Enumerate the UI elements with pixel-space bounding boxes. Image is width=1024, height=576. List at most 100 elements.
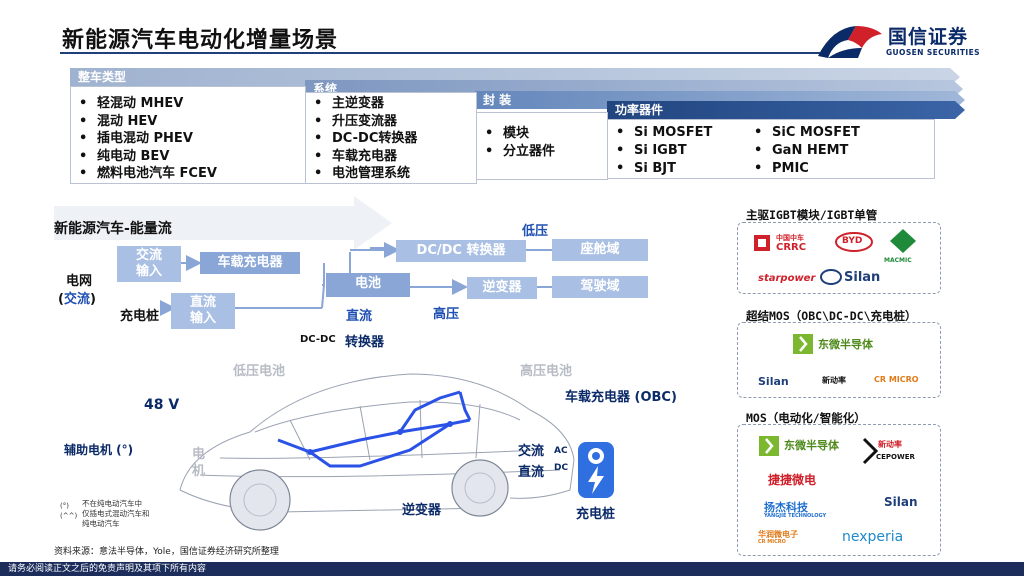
dongwei-icon — [759, 436, 779, 456]
logo-text-cn: 国信证券 — [888, 26, 969, 48]
disclaimer: 请务必阅读正文之后的免责声明及其项下所有内容 — [8, 564, 207, 574]
obc-car-label: 车载充电器 (OBC) — [565, 390, 677, 405]
dc-input-box: 直流 输入 — [171, 293, 235, 329]
inverter-car-label: 逆变器 — [402, 503, 442, 518]
page-title: 新能源汽车电动化增量场景 — [62, 28, 339, 53]
list-item: 车载充电器 — [306, 148, 476, 166]
power-list-right: SiC MOSFET GaN HEMT PMIC — [746, 124, 860, 178]
flow-banner-arrow-icon — [54, 196, 392, 250]
charger-label: 充电桩 — [576, 507, 616, 522]
list-item: 轻混动 MHEV — [71, 95, 305, 113]
footnote: 不在纯电动汽车中 仅插电式混动汽车和 纯电动汽车 — [82, 499, 150, 528]
logo-starpower: starpower — [758, 273, 816, 284]
logo-yangjie-en: YANGJIE TECHNOLOGY — [764, 513, 827, 519]
package-box: 模块 分立器件 — [476, 112, 608, 180]
ac-label: 交流 — [518, 444, 545, 459]
logo-crmicro: CR MICRO — [874, 375, 919, 384]
vehicle-type-box: 轻混动 MHEV 混动 HEV 插电混动 PHEV 纯电动 BEV 燃料电池汽车… — [70, 86, 306, 184]
system-list: 主逆变器 升压变流器 DC-DC转换器 车载充电器 电池管理系统 — [306, 93, 476, 183]
grid-ac-close: ) — [89, 292, 96, 307]
power-list-left: Si MOSFET Si IGBT Si BJT — [608, 124, 712, 178]
logo-nexperia: nexperia — [842, 529, 904, 545]
list-item: DC-DC转换器 — [306, 130, 476, 148]
list-item: 纯电动 BEV — [71, 148, 305, 166]
list-item: Si MOSFET — [608, 124, 712, 142]
logo-text-en: GUOSEN SECURITIES — [886, 48, 980, 57]
byd-icon — [835, 232, 873, 252]
footer-bar — [0, 562, 1024, 576]
package-list: 模块 分立器件 — [477, 113, 607, 160]
list-item: SiC MOSFET — [746, 124, 860, 142]
logo-macmic: MACMIC — [884, 257, 912, 264]
band-power-label: 功率器件 — [615, 103, 664, 117]
car-dcdc-tag: DC-DC — [300, 334, 336, 345]
section3-logo-box: 东微半导体 新动率 CEPOWER 捷捷微电 扬杰科技 YANGJIE TECH… — [737, 424, 941, 556]
guosen-logo-icon — [818, 26, 882, 58]
logo-xindonglv: 新动率 — [822, 376, 846, 385]
obc-box: 车载充电器 — [200, 252, 300, 274]
list-item: 升压变流器 — [306, 113, 476, 131]
list-item: GaN HEMT — [746, 142, 860, 160]
list-item: 燃料电池汽车 FCEV — [71, 165, 305, 183]
low-battery-label: 低压电池 — [233, 364, 286, 379]
list-item: 主逆变器 — [306, 95, 476, 113]
band-arrow-icon — [955, 101, 965, 119]
grid-ac-open: ( — [58, 292, 64, 307]
section2-title: 超结MOS（OBC\DC-DC\充电桩） — [746, 309, 917, 323]
battery-box: 电池 — [326, 273, 410, 297]
grid-ac-label: (交流) — [58, 288, 96, 307]
list-item: 电池管理系统 — [306, 165, 476, 183]
logo-crmicro-en: CR MICRO — [758, 539, 786, 545]
note-mark-2: (^^) — [60, 512, 78, 520]
band-arrow-icon — [953, 80, 963, 98]
source-note: 资料来源：意法半导体，Yole，国信证券经济研究所整理 — [54, 547, 279, 557]
note-mark-1: (°) — [60, 502, 69, 510]
band-arrow-icon — [950, 68, 960, 86]
silan-icon — [820, 269, 842, 285]
dcdc-box: DC/DC 转换器 — [396, 240, 526, 262]
ac-input-box: 交流 输入 — [117, 246, 181, 282]
list-item: 模块 — [477, 125, 607, 143]
inverter-box: 逆变器 — [467, 277, 537, 299]
aux-motor-label: 辅助电机 (°) — [64, 443, 134, 457]
low-voltage-label: 低压 — [522, 224, 549, 239]
car-dcdc-label: 转换器 — [345, 335, 385, 350]
section3-title: MOS（电动化/智能化） — [746, 411, 866, 425]
macmic-icon — [890, 229, 916, 253]
high-voltage-label: 高压 — [433, 307, 460, 322]
list-item: Si BJT — [608, 160, 712, 178]
dc-car-label: 直流 — [518, 465, 545, 480]
logo-crmicro-2: 华润微电子 — [758, 530, 798, 539]
logo-byd: BYD — [842, 236, 863, 246]
system-box: 主逆变器 升压变流器 DC-DC转换器 车载充电器 电池管理系统 — [305, 92, 477, 184]
grid-label: 电网 — [66, 274, 93, 289]
grid-ac-text: 交流 — [63, 292, 90, 307]
v48-label: 48 V — [144, 397, 180, 413]
logo-yangjie: 扬杰科技 — [764, 501, 808, 514]
list-item: 插电混动 PHEV — [71, 130, 305, 148]
power-device-box: Si MOSFET Si IGBT Si BJT SiC MOSFET GaN … — [607, 119, 935, 179]
logo-cepower: CEPOWER — [876, 453, 915, 461]
flow-title: 新能源汽车-能量流 — [54, 221, 172, 237]
motor-label: 电 机 — [192, 447, 206, 479]
logo-crrc-cn: 中国中车 — [776, 234, 804, 242]
charging-pile-label: 充电桩 — [120, 309, 160, 324]
band-power: 功率器件 — [607, 101, 955, 119]
section1-title: 主驱IGBT模块/IGBT单管 — [746, 208, 878, 222]
logo-dongwei: 东微半导体 — [818, 338, 873, 351]
title-divider — [60, 52, 820, 54]
band-vehicle-label: 整车类型 — [78, 70, 127, 84]
dc-tag: DC — [554, 463, 569, 473]
list-item: 分立器件 — [477, 143, 607, 161]
logo-jiejie: 捷捷微电 — [768, 473, 817, 487]
band-arrow-icon — [955, 91, 965, 109]
ac-tag: AC — [554, 446, 568, 456]
section2-logo-box: 东微半导体 Silan 新动率 CR MICRO — [737, 322, 941, 398]
list-item: PMIC — [746, 160, 860, 178]
logo-xindonglv-2: 新动率 — [878, 440, 902, 449]
car-wireframe-icon — [179, 373, 575, 531]
logo-dongwei-2: 东微半导体 — [784, 439, 839, 452]
list-item: Si IGBT — [608, 142, 712, 160]
section1-logo-box: 中国中车 CRRC BYD MACMIC starpower Silan — [737, 222, 941, 294]
charging-station-icon — [578, 442, 614, 498]
